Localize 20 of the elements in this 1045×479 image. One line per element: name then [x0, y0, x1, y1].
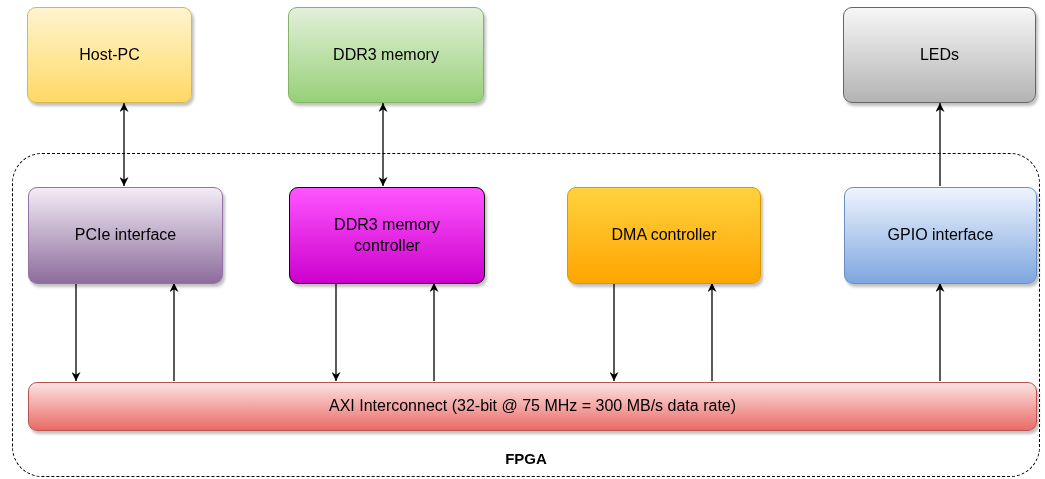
container-label: FPGA: [504, 448, 548, 468]
arrow: [935, 282, 945, 382]
arrow: [609, 282, 619, 382]
block-box: GPIO interface: [844, 187, 1037, 284]
arrow: [331, 282, 341, 382]
arrow: [378, 102, 388, 187]
arrow: [935, 102, 945, 187]
block-box: PCIe interface: [28, 187, 223, 284]
arrow: [71, 282, 81, 382]
arrow: [429, 282, 439, 382]
fpga-container: [12, 153, 1040, 477]
block-box: DDR3 memory: [288, 7, 484, 103]
block-box: LEDs: [843, 7, 1036, 103]
block-box: Host-PC: [27, 7, 192, 103]
block-box: DDR3 memory controller: [289, 187, 485, 284]
arrow: [169, 282, 179, 382]
arrow: [707, 282, 717, 382]
block-box: AXI Interconnect (32-bit @ 75 MHz = 300 MB/s data rate): [28, 382, 1037, 431]
block-box: DMA controller: [567, 187, 761, 284]
arrow: [119, 102, 129, 187]
